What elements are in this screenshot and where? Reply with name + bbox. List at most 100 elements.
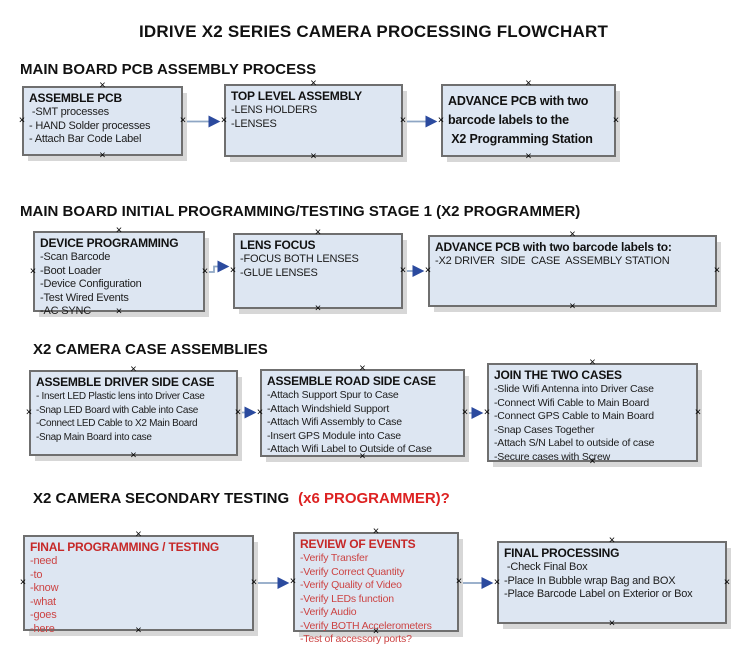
box-item: -Verify Audio — [300, 606, 357, 618]
box-item: -Insert GPS Module into Case — [267, 429, 401, 442]
connection-point-icon: × — [99, 149, 106, 162]
flow-box-advance-pcb-programming-station: ×××× ADVANCE PCB with two barcode labels… — [438, 78, 620, 162]
box-item: -to — [30, 568, 43, 581]
connection-point-icon: × — [359, 450, 366, 463]
box-item: -Test of accessory ports? — [300, 633, 412, 645]
connection-point-icon: × — [115, 224, 123, 237]
box-item: -Secure cases with Screw — [494, 450, 610, 463]
connection-point-icon: × — [372, 625, 380, 638]
connection-point-icon: × — [493, 576, 501, 588]
box-item: - HAND Solder processes — [29, 119, 151, 132]
connection-point-icon: × — [399, 264, 407, 277]
box-title: ADVANCE PCB with two barcode labels to t… — [448, 94, 593, 146]
connection-point-icon: × — [525, 77, 532, 90]
connection-point-icon: × — [250, 576, 258, 589]
connection-point-icon: × — [608, 534, 616, 547]
box-item: -Snap LED Board with Cable into Case — [36, 404, 199, 416]
box-item: -Boot Loader — [40, 264, 102, 277]
box-item: -Device Configuration — [40, 278, 142, 290]
box-item: -Verify BOTH Accelerometers — [300, 619, 432, 632]
box-item: -know — [30, 582, 59, 594]
page-title: IDRIVE X2 SERIES CAMERA PROCESSING FLOWC… — [138, 22, 609, 41]
connection-point-icon: × — [455, 575, 463, 588]
box-item: -Verify LEDs function — [300, 592, 394, 605]
box-item: -Place In Bubble wrap Bag and BOX — [504, 574, 676, 587]
connection-point-icon: × — [399, 114, 407, 126]
box-item: -Test Wired Events — [40, 291, 129, 304]
connection-point-icon: × — [314, 302, 322, 315]
box-item: -Verify Transfer — [300, 552, 368, 564]
box-item: -LENS HOLDERS — [231, 104, 318, 116]
connection-point-icon: × — [256, 406, 264, 419]
connection-point-icon: × — [130, 363, 137, 376]
box-item: -what — [30, 595, 56, 608]
box-item: -LENSES — [231, 117, 277, 130]
connection-point-icon: × — [424, 264, 432, 277]
box-title: FINAL PROGRAMMING / TESTING — [30, 540, 220, 554]
connection-point-icon: × — [289, 575, 297, 588]
box-item: -Connect LED Cable to X2 Main Board — [36, 418, 198, 429]
box-item: -FOCUS BOTH LENSES — [240, 253, 359, 265]
section-heading-initial-programming: MAIN BOARD INITIAL PROGRAMMING/TESTING S… — [20, 203, 581, 220]
flow-box-top-level-assembly: × × × × TOP LEVEL ASSEMBLY -LENS HOLDERS -L… — [220, 78, 407, 162]
connection-point-icon: × — [220, 114, 228, 126]
connection-point-icon: × — [310, 77, 317, 90]
box-item: -SMT processes — [29, 106, 109, 118]
connection-point-icon: × — [612, 114, 620, 126]
flow-box-final-programming-testing: × × × × FINAL PROGRAMMING / TESTING -need -… — [19, 529, 258, 636]
section-heading-text: X2 CAMERA SECONDARY TESTING — [33, 490, 290, 507]
box-item: -GLUE LENSES — [240, 266, 318, 279]
box-title: DEVICE PROGRAMMING — [40, 236, 179, 250]
connection-point-icon: × — [310, 150, 317, 163]
connection-point-icon: × — [135, 528, 142, 541]
box-title: TOP LEVEL ASSEMBLY — [231, 89, 362, 103]
flow-box-advance-pcb-case-assembly: ×××× ADVANCE PCB with two barcode labels… — [424, 229, 720, 312]
flow-box-assemble-road-side-case: ×××× ASSEMBLE ROAD SIDE CASE -Attach Sup… — [256, 363, 469, 462]
box-item: - Insert LED Plastic lens into Driver Ca… — [36, 391, 205, 402]
connection-point-icon: × — [229, 264, 237, 277]
box-item: -Slide Wifi Antenna into Driver Case — [494, 383, 654, 395]
box-item: -Attach Windshield Support — [267, 402, 390, 415]
box-item: -Scan Barcode — [40, 251, 111, 263]
box-title: ASSEMBLE ROAD SIDE CASE — [267, 374, 436, 388]
flow-box-assemble-pcb: ×××× ASSEMBLE PCB -SMT processes - HAND … — [19, 80, 186, 161]
connection-point-icon: × — [608, 617, 616, 630]
connection-point-icon: × — [694, 406, 702, 418]
box-title: REVIEW OF EVENTS — [300, 537, 416, 551]
box-item: -Connect GPS Cable to Main Board — [494, 410, 654, 422]
section-heading-secondary-testing: X2 CAMERA SECONDARY TESTING (x6 PROGRAMME… — [33, 490, 450, 507]
connection-point-icon: × — [29, 265, 37, 277]
box-title: ASSEMBLE PCB — [29, 91, 122, 105]
connection-point-icon: × — [589, 455, 596, 468]
section-heading-case-assemblies: X2 CAMERA CASE ASSEMBLIES — [33, 341, 268, 358]
connection-point-icon: × — [589, 356, 596, 369]
box-title: ASSEMBLE DRIVER SIDE CASE — [36, 375, 215, 389]
box-item: - Attach Bar Code Label — [29, 133, 142, 145]
connection-point-icon: × — [115, 305, 123, 318]
connection-point-icon: × — [135, 624, 142, 637]
box-item: -need — [30, 555, 58, 567]
box-item: -goes — [30, 609, 57, 621]
box-item: -Verify Correct Quantity — [300, 565, 405, 578]
section-heading-pcb-assembly: MAIN BOARD PCB ASSEMBLY PROCESS — [20, 61, 317, 78]
connection-point-icon: × — [201, 265, 209, 277]
box-item: -Check Final Box — [504, 561, 588, 573]
box-item: -Snap Main Board into case — [36, 431, 152, 443]
box-item: -Place Barcode Label on Exterior or Box — [504, 588, 693, 600]
connection-point-icon: × — [569, 228, 576, 241]
flow-box-assemble-driver-side-case: ×××× ASSEMBLE DRIVER SIDE CASE - Insert … — [26, 364, 242, 461]
connection-point-icon: × — [461, 406, 469, 419]
connection-point-icon: × — [372, 525, 380, 538]
section-heading-red-text: (x6 PROGRAMMER)? — [298, 490, 450, 507]
box-item: -Attach Wifi Assembly to Case — [267, 416, 402, 428]
box-item: -Attach Wifi Label to Outside of Case — [267, 443, 432, 455]
box-item: -Attach S/N Label to outside of case — [494, 437, 655, 449]
box-item: -AC SYNC — [40, 305, 91, 317]
box-item: -Verify Quality of Video — [300, 579, 402, 591]
connection-point-icon: × — [19, 576, 27, 589]
connection-point-icon: × — [234, 406, 242, 419]
flow-box-lens-focus: ×××× LENS FOCUS -FOCUS BOTH LENSES -GLUE… — [229, 227, 407, 314]
connection-point-icon: × — [130, 449, 137, 462]
flow-box-device-programming: × × × × DEVICE PROGRAMMING -Scan Barcode -B… — [29, 225, 209, 317]
